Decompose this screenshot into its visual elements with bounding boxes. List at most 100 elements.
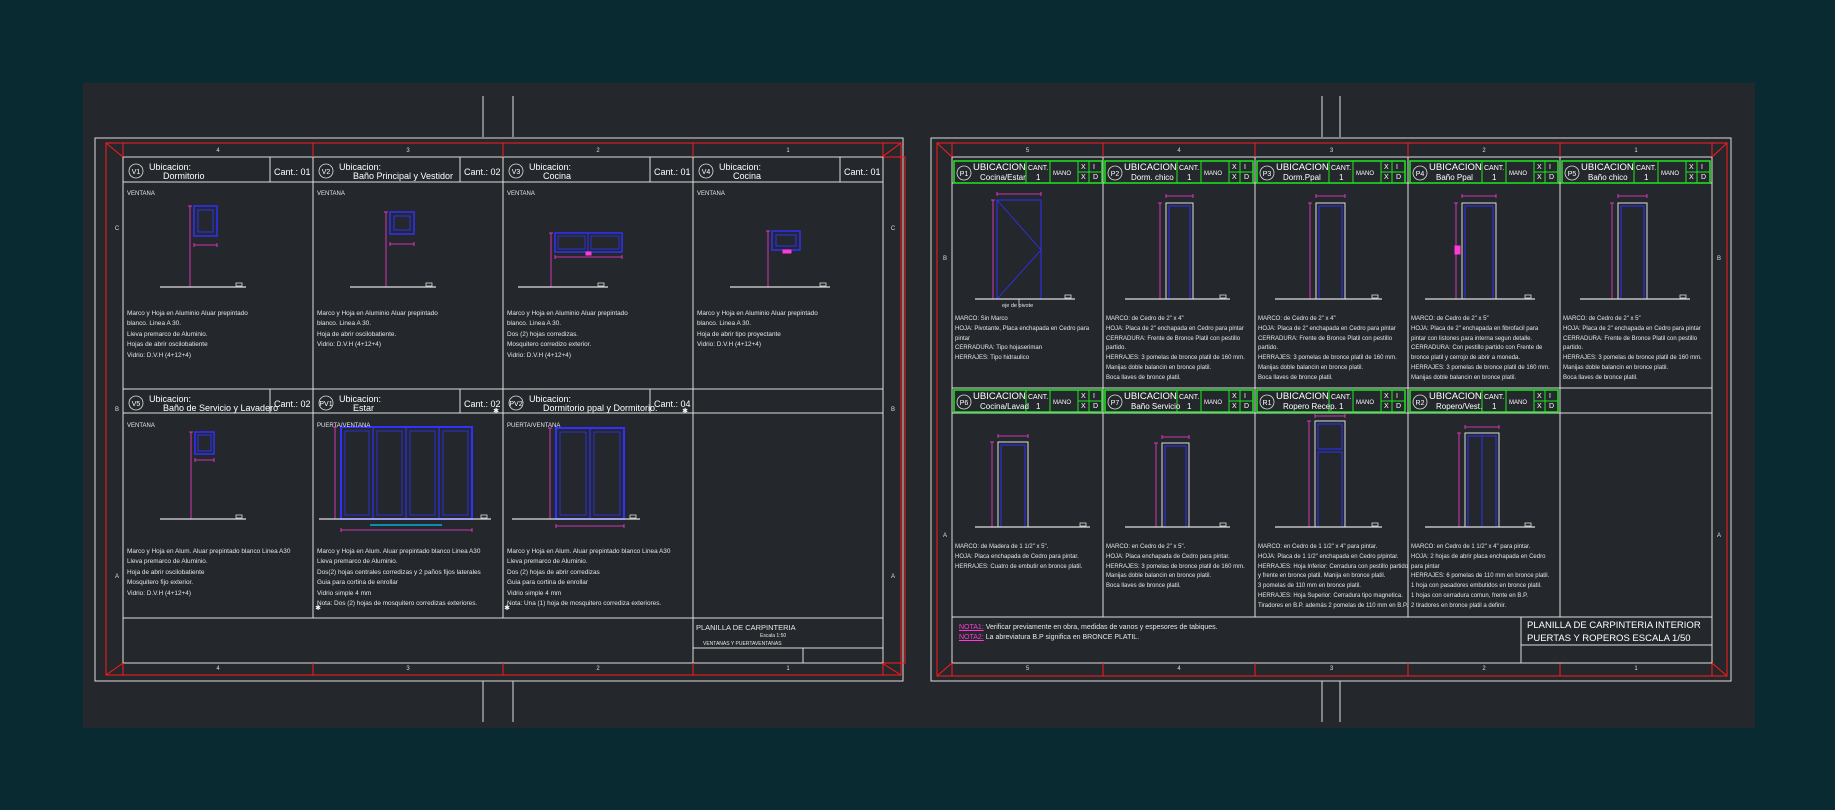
grid-col-number: 1: [1634, 666, 1638, 672]
tag-circle: [1107, 165, 1123, 181]
tag-circle: [128, 395, 144, 411]
level-mark: [1371, 522, 1379, 527]
cantidad: Cant.: 01: [844, 167, 881, 177]
cantidad: Cant.: 01: [274, 167, 311, 177]
ubicacion-label: UBICACION: [1429, 162, 1482, 173]
cant-value: 1: [1492, 402, 1497, 411]
mano-d: D: [1396, 174, 1402, 181]
spec-note: Lleva premarco de Aluminio.: [317, 558, 398, 566]
spec-note: HOJA: 2 hojas de abrir placa enchapada e…: [1411, 553, 1546, 560]
ubicacion-label: UBICACION: [973, 391, 1026, 402]
mano-d: D: [1701, 174, 1707, 181]
spec-note: HOJA: Placa de 2" enchapada en Cedro par…: [1563, 325, 1701, 332]
window-tag: V4: [702, 169, 711, 176]
cant-value: 1: [1492, 173, 1497, 182]
mano-x: X: [1232, 164, 1237, 171]
spec-note: Manijas doble balancin en bronce platil.: [1563, 365, 1669, 371]
ubicacion-value: Dormitorio: [163, 171, 205, 181]
mano-d: D: [1093, 174, 1099, 181]
mano-x: X: [1384, 164, 1389, 171]
spec-note: 2 tiradores en bronce platil a definir.: [1411, 602, 1507, 609]
spec-note: Vidrio: D.V.H (4+12+4): [127, 351, 191, 359]
door-tag: P3: [1263, 171, 1272, 178]
door-tag: P4: [1416, 171, 1425, 178]
cant-label: CANT.: [1179, 394, 1200, 401]
frame-corner: [881, 662, 902, 676]
spec-note: HERRAJES: 3 pomelas de bronce platil de …: [1258, 355, 1397, 362]
door-tag: R1: [1263, 400, 1272, 407]
spec-note: Manijas doble balancin en bronce platil.: [1106, 573, 1212, 580]
leaf: [409, 430, 436, 516]
mano-label: MANO: [1509, 171, 1527, 177]
mano-label: MANO: [1356, 400, 1374, 406]
spec-note: MARCO: Sin Marco: [955, 316, 1008, 322]
mano-x: X: [1689, 174, 1694, 181]
mano-label: MANO: [1204, 171, 1222, 177]
mano-i: I: [1549, 164, 1551, 171]
level-mark: [819, 282, 827, 287]
spec-note: HOJA: Placa de 2" enchapada en Cedro par…: [1106, 325, 1244, 332]
spec-note: Marco y Hoja en Aluminio Aluar prepintad…: [507, 310, 628, 317]
ubicacion-label: Ubicacion:: [529, 162, 572, 172]
mano-d: D: [1396, 403, 1402, 410]
door-frame: [1315, 202, 1346, 300]
spec-note: CERRADURA: Con pestillo partido con Fren…: [1411, 345, 1543, 352]
spec-note: Boca llaves de bronce platil.: [1563, 374, 1638, 381]
star-marker: ✱: [504, 604, 510, 612]
cant-label: CANT.: [1331, 165, 1352, 172]
spec-note: partido.: [1563, 345, 1584, 352]
mano-x: X: [1384, 393, 1389, 400]
frame-corner: [881, 142, 902, 158]
spec-note: para pintar: [1411, 563, 1440, 570]
level-mark: [1064, 294, 1072, 299]
door-tag: P7: [1111, 400, 1120, 407]
mano-i: I: [1396, 393, 1398, 400]
spec-note: HERRAJES: Cuatro de embutir en bronce pl…: [955, 563, 1083, 570]
spec-note: HOJA: Pivotante, Placa enchapada en Cedr…: [955, 325, 1090, 332]
handle: [1454, 245, 1461, 255]
spec-note: pintar con listones para interna segun d…: [1411, 335, 1533, 342]
cantidad: Cant.: 02: [274, 399, 311, 409]
window-tag: PV2: [509, 401, 522, 408]
grid-col-number: 3: [1330, 666, 1334, 672]
sheet-title: PLANILLA DE CARPINTERIA: [696, 623, 796, 632]
mano-d: D: [1244, 403, 1250, 410]
spec-note: HOJA: Placa de 2" enchapada en fibrofaci…: [1411, 325, 1539, 332]
window-tag: PV1: [319, 401, 332, 408]
spec-note: Vidrio: D.V.H (4+12+4): [697, 341, 761, 349]
tag-circle: [508, 395, 524, 411]
ubicacion-value: Cocina: [543, 171, 572, 181]
mano-x: X: [1232, 403, 1237, 410]
spec-note: Lleva premarco de Aluminio.: [127, 558, 208, 566]
frame-corner: [1711, 142, 1728, 158]
item-type-label: VENTANA: [127, 191, 155, 197]
spec-note: Boca llaves de bronce platil.: [1106, 374, 1181, 381]
grid-col-number: 4: [1177, 148, 1181, 154]
ubicacion-value: Cocina/Estar: [980, 173, 1026, 182]
tag-circle: [508, 163, 524, 179]
ropero-upper-leaf: [1317, 423, 1343, 450]
level-mark: [1219, 294, 1227, 299]
frame-corner: [105, 142, 124, 158]
spec-note: Hoja de abrir oscilobatiente.: [317, 330, 397, 338]
door-tag: P6: [960, 400, 969, 407]
grid-col-number: 4: [216, 666, 220, 672]
item-type-label: PUERTA/VENTANA: [317, 423, 371, 429]
spec-note: MARCO: de Cedro de 2" x 4": [1258, 316, 1336, 322]
spec-note: Vidrio: D.V.H (4+12+4): [507, 351, 571, 359]
grid-col-number: 2: [596, 666, 600, 672]
window-frame: [389, 211, 415, 235]
left-sheet-outer: [94, 137, 904, 682]
window-sash: [393, 215, 411, 231]
cant-label: CANT.: [1331, 394, 1352, 401]
cantidad: Cant.: 04: [654, 399, 691, 409]
pivot-door: [996, 199, 1042, 300]
spec-note: MARCO: de Cedro de 2" x 5": [1411, 316, 1489, 322]
ubicacion-value: Cocina/Lavad: [980, 402, 1029, 411]
window-frame: [194, 431, 215, 455]
spec-note: HERRAJES: Tipo hidraulico: [955, 355, 1030, 362]
spec-note: MARCO: de Cedro de 2" x 5": [1563, 316, 1641, 322]
spec-note: CERRADURA: Frente de Bronce Platil con p…: [1258, 335, 1393, 342]
spec-note: Hojas de abrir oscilobatiente: [127, 341, 208, 349]
